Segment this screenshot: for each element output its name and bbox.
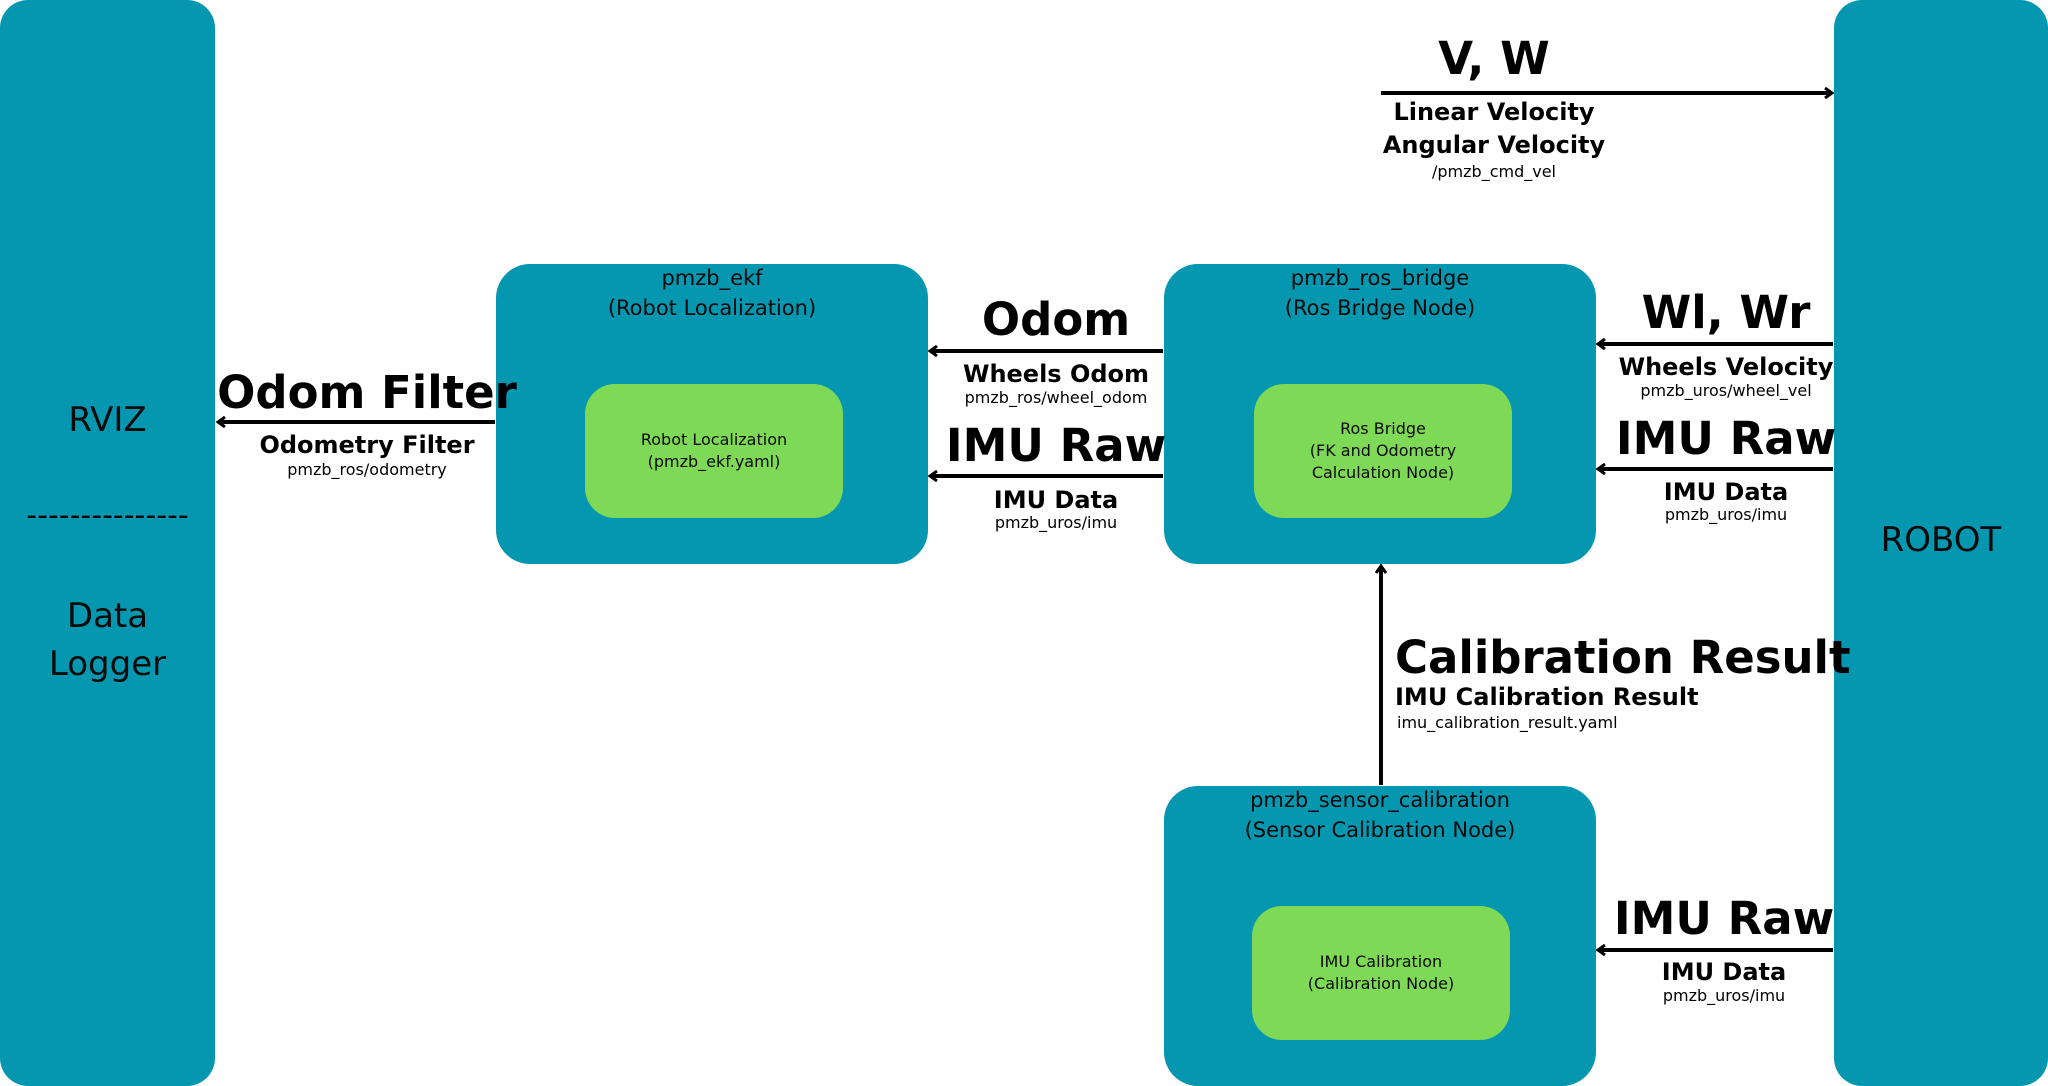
rviz-datalogger-panel: RVIZ --------------- Data Logger [0, 0, 215, 1086]
robot-localization-block: Robot Localization (pmzb_ekf.yaml) [585, 384, 843, 518]
ekf-node-subtitle: (Robot Localization) [607, 296, 817, 320]
ros-bridge-node-title: pmzb_ros_bridge [1290, 266, 1470, 290]
odom-title: Odom [981, 293, 1131, 346]
cmd-vel-linear: Linear Velocity [1393, 98, 1595, 126]
ros-bridge-text: Ros Bridge (FK and Odometry Calculation … [1309, 419, 1457, 482]
wheel-vel-desc: Wheels Velocity [1618, 353, 1834, 381]
imu-calib-desc: IMU Data [1661, 958, 1787, 986]
ekf-node: pmzb_ekf (Robot Localization) Robot Loca… [496, 264, 928, 564]
imu-right-title: IMU Raw [1615, 412, 1837, 465]
calibration-result-topic: imu_calibration_result.yaml [1397, 713, 1618, 732]
wheel-vel-topic: pmzb_uros/wheel_vel [1640, 381, 1812, 400]
odom-desc: Wheels Odom [962, 360, 1150, 388]
robot-localization-text: Robot Localization (pmzb_ekf.yaml) [640, 430, 788, 471]
ros-bridge-node-subtitle: (Ros Bridge Node) [1284, 296, 1476, 320]
imu-mid-title: IMU Raw [945, 419, 1167, 472]
calibration-result-desc: IMU Calibration Result [1395, 683, 1699, 711]
wheel-vel-title: Wl, Wr [1641, 286, 1811, 339]
odom-topic: pmzb_ros/wheel_odom [964, 388, 1148, 407]
ros-bridge-node: pmzb_ros_bridge (Ros Bridge Node) Ros Br… [1164, 264, 1596, 564]
imu-right-topic: pmzb_uros/imu [1664, 505, 1788, 524]
cmd-vel-topic: /pmzb_cmd_vel [1432, 162, 1556, 181]
odom-filter-desc: Odometry Filter [259, 431, 475, 459]
imu-mid-topic: pmzb_uros/imu [994, 513, 1118, 532]
imu-calibration-block: IMU Calibration (Calibration Node) [1252, 906, 1510, 1040]
ros-bridge-block: Ros Bridge (FK and Odometry Calculation … [1254, 384, 1512, 518]
sensor-calibration-node-title: pmzb_sensor_calibration [1250, 788, 1510, 812]
sensor-calibration-node-subtitle: (Sensor Calibration Node) [1244, 818, 1516, 842]
odom-filter-topic: pmzb_ros/odometry [287, 460, 447, 479]
imu-right-desc: IMU Data [1663, 478, 1789, 506]
imu-mid-desc: IMU Data [993, 486, 1119, 514]
calibration-result-title: Calibration Result [1395, 631, 1851, 684]
robot-label: ROBOT [1880, 520, 2002, 560]
cmd-vel-title: V, W [1438, 32, 1550, 85]
robot-panel: ROBOT [1834, 0, 2048, 1086]
sensor-calibration-node: pmzb_sensor_calibration (Sensor Calibrat… [1164, 786, 1596, 1086]
imu-calib-title: IMU Raw [1613, 892, 1835, 945]
imu-calibration-text: IMU Calibration (Calibration Node) [1307, 952, 1455, 993]
ekf-node-title: pmzb_ekf [661, 266, 763, 290]
odom-filter-title: Odom Filter [217, 366, 517, 419]
rviz-label: RVIZ [68, 400, 147, 440]
cmd-vel-angular: Angular Velocity [1382, 131, 1606, 159]
panel-divider: --------------- [26, 498, 189, 533]
data-logger-label: Data Logger [48, 596, 167, 684]
imu-calib-topic: pmzb_uros/imu [1662, 986, 1786, 1005]
